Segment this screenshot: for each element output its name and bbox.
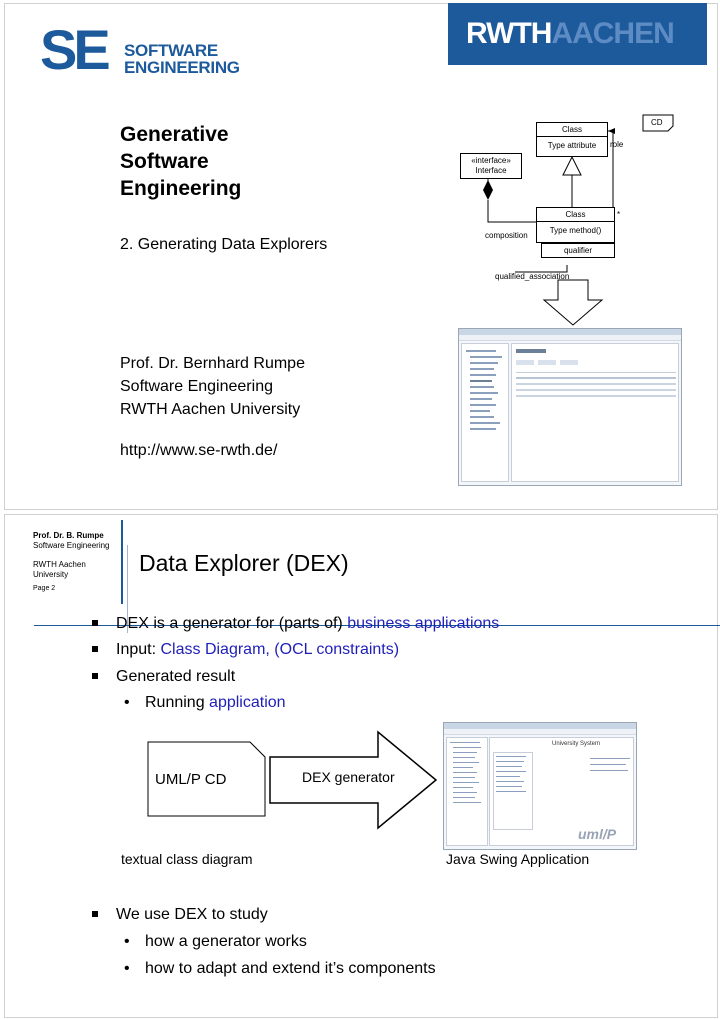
se-logo-letters: SE (40, 18, 111, 81)
uml-role-label: role (610, 140, 624, 149)
title-line: Generative (120, 123, 229, 146)
slide1-author: Prof. Dr. Bernhard Rumpe Software Engine… (120, 352, 305, 421)
document-label: UML/P CD (155, 771, 227, 788)
generator-arrow-shape (269, 730, 438, 830)
window-detail-pane (511, 343, 679, 482)
bullet-2: Input: Class Diagram, (OCL constraints) (92, 641, 652, 659)
uml-class-mid: Class Type method() (536, 207, 615, 243)
window-titlebar (444, 723, 636, 729)
bullet-highlight: Class Diagram, (OCL constraints) (160, 641, 400, 658)
window-titlebar (459, 329, 681, 335)
header-divider-vertical (121, 520, 123, 604)
author-line: Prof. Dr. Bernhard Rumpe (120, 355, 305, 372)
slide2-title: Data Explorer (DEX) (139, 550, 349, 576)
uml-class-top-attr: Type attribute (547, 141, 597, 150)
slide2-header-info: Prof. Dr. B. Rumpe Software Engineering … (33, 531, 110, 594)
uml-class-top: Class Type attribute (536, 122, 608, 157)
window-menubar (459, 335, 681, 341)
sub-bullet-text: Running (145, 694, 210, 711)
uml-cd-document-shape (147, 741, 266, 817)
uml-class-top-name: Class (537, 123, 607, 137)
bullet-square-icon (92, 673, 98, 679)
bullet-3: Generated result (92, 668, 652, 686)
title-line: Engineering (120, 177, 242, 200)
arrow-label: DEX generator (302, 769, 395, 785)
bullet-4: We use DEX to study (92, 906, 652, 924)
rwth-logo: RWTHAACHEN (448, 3, 707, 65)
bullet-text: DEX is a generator for (parts of) (116, 615, 348, 632)
sub-bullet-dot-icon: • (124, 933, 130, 950)
sub-bullet-4-2: • how to adapt and extend it’s component… (124, 960, 624, 978)
uml-class-diagram: CD Class Type attribute role «interface»… (455, 110, 685, 326)
header-author: Prof. Dr. B. Rumpe (33, 531, 104, 540)
window-menubar (444, 729, 636, 735)
app-list (493, 752, 533, 830)
sub-bullet-dot-icon: • (124, 694, 130, 711)
uml-connectors (483, 114, 674, 326)
bullet-text: We use DEX to study (116, 906, 268, 923)
uml-multiplicity: * (617, 210, 621, 219)
sub-bullet-dot-icon: • (124, 960, 130, 977)
uml-p-logo: uml/P (578, 826, 617, 842)
caption-right: Java Swing Application (446, 851, 590, 867)
rwth-part2: AACHEN (551, 17, 674, 50)
se-logo-line1: SOFTWARE (124, 41, 218, 60)
sub-bullet-highlight: application (209, 694, 286, 711)
uml-composition-label: composition (485, 231, 528, 240)
header-page: Page 2 (33, 585, 56, 592)
uml-interface-stereotype: «interface» (471, 156, 511, 165)
uml-cd-tag: CD (651, 118, 663, 127)
java-swing-app-screenshot: University System uml/P (443, 722, 637, 850)
bullet-square-icon (92, 911, 98, 917)
uml-interface-name: Interface (475, 166, 507, 175)
uml-class-mid-name: Class (537, 208, 614, 222)
header-divider-horizontal (34, 625, 720, 626)
author-line: RWTH Aachen University (120, 401, 301, 418)
rwth-logo-text: RWTHAACHEN (466, 17, 675, 51)
bullet-square-icon (92, 646, 98, 652)
uml-qualifier: qualifier (541, 243, 615, 258)
window-detail-pane: University System uml/P (489, 737, 634, 846)
uml-class-mid-method: Type method() (549, 226, 602, 235)
uml-interface: «interface» Interface (460, 153, 522, 179)
author-line: Software Engineering (120, 378, 273, 395)
bullet-square-icon (92, 620, 98, 626)
se-logo-line2: ENGINEERING (124, 58, 240, 77)
slide1-subtitle: 2. Generating Data Explorers (120, 236, 328, 253)
window-tree-pane (446, 737, 488, 846)
header-divider-vertical-thin (127, 545, 128, 633)
sub-bullet-text: how to adapt and extend it’s components (145, 960, 436, 977)
sub-bullet-4-1: • how a generator works (124, 933, 624, 951)
caption-left: textual class diagram (121, 851, 253, 867)
bullet-highlight: business applications (347, 615, 500, 632)
window-tree-pane (461, 343, 509, 482)
slide1-url: http://www.se-rwth.de/ (120, 442, 278, 459)
uml-qualified-association-label: qualified_association (495, 272, 570, 281)
header-group: Software Engineering (33, 541, 110, 550)
se-logo: SE SOFTWARE ENGINEERING (40, 22, 260, 78)
bullet-text: Generated result (116, 668, 236, 685)
bullet-text: Input: (116, 641, 161, 658)
slide1-title: Generative Software Engineering (120, 121, 241, 202)
header-univ2: University (33, 570, 69, 579)
header-univ1: RWTH Aachen (33, 560, 86, 569)
title-line: Software (120, 150, 209, 173)
app-title: University System (552, 741, 601, 747)
bullet-1: DEX is a generator for (parts of) busine… (92, 615, 652, 633)
sub-bullet-3-1: • Running application (124, 694, 624, 712)
app-screenshot-thumbnail (458, 328, 682, 486)
sub-bullet-text: how a generator works (145, 933, 307, 950)
rwth-part1: RWTH (466, 17, 552, 50)
